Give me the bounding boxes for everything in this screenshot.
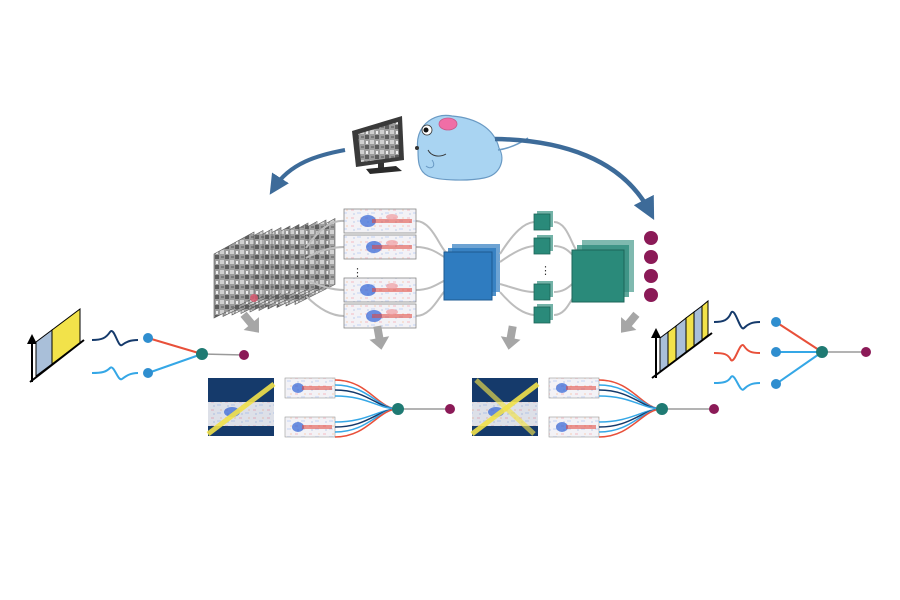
output-node: [445, 404, 455, 414]
bar-stimulus-panel-2: [470, 377, 719, 438]
gray-down-arrow: [500, 325, 521, 350]
connector-lines-left: [305, 219, 447, 317]
gray-arrows: [240, 311, 640, 350]
gray-down-arrow: [369, 325, 390, 350]
weight-lines: [334, 379, 399, 438]
bar-stimulus-panel-1: [206, 377, 455, 438]
temporal-filters-right: [713, 310, 761, 391]
hub-node: [392, 403, 404, 415]
layer-dots: ⋮: [352, 266, 363, 279]
layer-dots-2: ⋮: [540, 264, 551, 277]
output-node: [709, 404, 719, 414]
video-stack-icon: [213, 217, 336, 319]
output-neurons: [644, 231, 658, 302]
teal-unit: [533, 235, 553, 255]
conv-block-blue: [443, 244, 500, 301]
conv-units-teal: ⋮: [533, 211, 553, 324]
feature-maps-layer1: ⋮: [343, 208, 417, 329]
teal-unit: [533, 304, 553, 324]
teal-unit: [533, 211, 553, 231]
mouse-icon: [415, 114, 529, 181]
response-map: [284, 416, 336, 438]
rf-model-right: [771, 317, 871, 389]
monitor-icon: [352, 116, 404, 174]
feature-map: [343, 277, 417, 303]
output-neuron: [644, 269, 658, 283]
stimulus-arrow: [269, 148, 346, 195]
response-map: [548, 377, 600, 399]
teal-unit: [533, 281, 553, 301]
stimulus-thumbnail: [470, 378, 540, 436]
output-neuron: [644, 250, 658, 264]
gray-down-arrow: [240, 311, 259, 333]
moving-grating-stimulus-icon: [651, 299, 713, 379]
feature-map: [343, 303, 417, 329]
sliding-bar-stimulus-icon: [27, 308, 85, 383]
output-neuron: [644, 231, 658, 245]
conv-block-teal: [571, 240, 634, 303]
rf-location-marker: [250, 294, 258, 302]
response-arrow: [494, 136, 655, 220]
gray-down-arrow: [621, 311, 640, 333]
response-map: [548, 416, 600, 438]
response-map: [284, 377, 336, 399]
output-neuron: [644, 288, 658, 302]
weight-lines: [598, 379, 663, 438]
feature-map: [343, 208, 417, 234]
temporal-filters-left: [91, 329, 139, 381]
hub-node: [656, 403, 668, 415]
rf-model-left: [143, 333, 249, 378]
stimulus-thumbnail: [206, 378, 276, 436]
feature-map: [343, 234, 417, 260]
